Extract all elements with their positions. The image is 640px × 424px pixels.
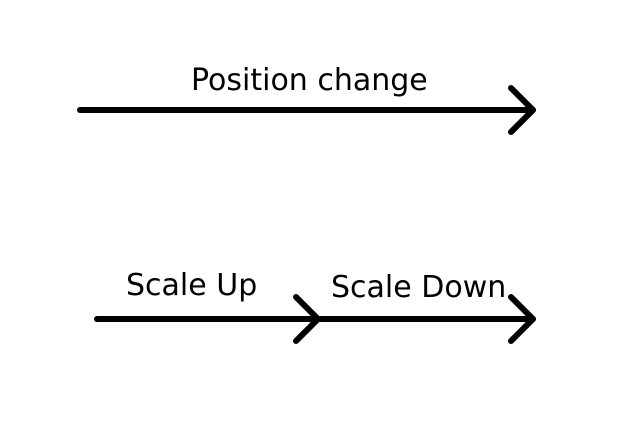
scale-up-label: Scale Up [126, 268, 258, 303]
position-change-label: Position change [191, 63, 428, 98]
scale-down-arrow [315, 294, 536, 344]
scale-down-label: Scale Down [331, 270, 507, 305]
position-change-arrow [77, 85, 536, 135]
scale-up-arrow [94, 294, 321, 344]
